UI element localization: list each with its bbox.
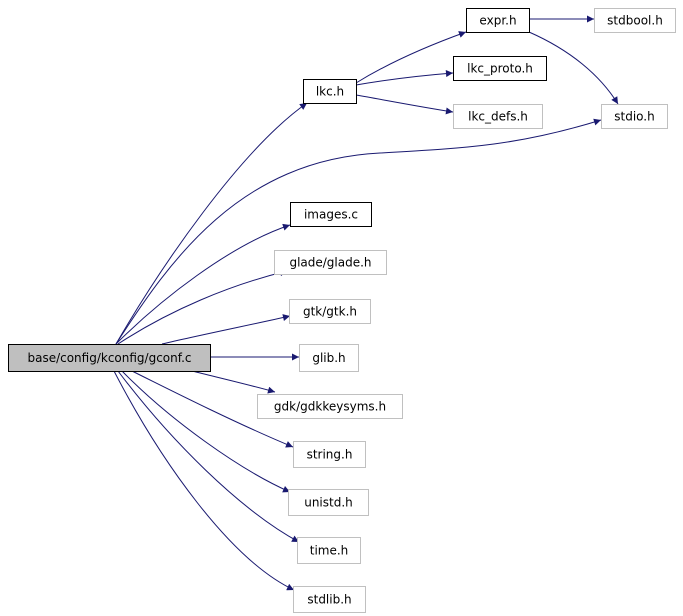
node-gtk: gtk/gtk.h (289, 299, 371, 324)
node-label: glib.h (312, 351, 345, 365)
node-stdlib: stdlib.h (293, 586, 366, 613)
edge-expr-to-stdio (528, 31, 619, 105)
node-box (453, 104, 543, 129)
edges (113, 15, 619, 591)
node-box (466, 8, 530, 33)
edge-root-to-stdio (115, 118, 602, 345)
node-glib: glib.h (299, 344, 359, 372)
edge-root-to-time (117, 370, 300, 543)
node-label: expr.h (479, 14, 516, 28)
node-label: glade/glade.h (289, 256, 371, 270)
node-label: stdlib.h (307, 593, 351, 607)
node-box (293, 586, 366, 613)
node-box (289, 299, 371, 324)
node-box (290, 202, 372, 227)
node-label: string.h (307, 448, 353, 462)
node-label: lkc.h (316, 85, 344, 99)
node-box (288, 489, 369, 516)
node-box (594, 8, 676, 33)
node-label: images.c (304, 208, 358, 222)
node-stdbool: stdbool.h (594, 8, 676, 33)
edge-root-to-glade (117, 269, 288, 345)
node-label: base/config/kconfig/gconf.c (27, 351, 191, 365)
edge-root-to-gdkkeysyms (191, 370, 276, 394)
edge-lkc-to-lkc_defs (355, 94, 454, 115)
nodes: base/config/kconfig/gconf.c lkc.h expr.h st… (8, 8, 676, 613)
node-box (303, 79, 357, 104)
node-root: base/config/kconfig/gconf.c (8, 344, 211, 372)
node-label: stdbool.h (607, 14, 663, 28)
node-string: string.h (293, 441, 366, 468)
node-box (299, 344, 359, 372)
node-lkc-defs: lkc_defs.h (453, 104, 543, 129)
node-expr[interactable]: expr.h (466, 8, 530, 33)
node-time: time.h (297, 537, 361, 564)
edge-root-to-gtk (161, 314, 291, 345)
node-gdkkeysyms: gdk/gdkkeysyms.h (257, 394, 403, 419)
node-stdio: stdio.h (601, 104, 668, 129)
node-images[interactable]: images.c (290, 202, 372, 227)
node-lkc-proto[interactable]: lkc_proto.h (453, 56, 547, 81)
node-box (257, 394, 403, 419)
edge-lkc-to-expr (355, 31, 467, 84)
node-lkc[interactable]: lkc.h (303, 79, 357, 104)
node-label: stdio.h (614, 110, 654, 124)
node-glade: glade/glade.h (274, 250, 387, 275)
node-label: time.h (310, 544, 349, 558)
node-box (293, 441, 366, 468)
node-box (8, 344, 211, 372)
edge-root-to-unistd (121, 370, 291, 493)
node-box (601, 104, 668, 129)
edge-root-to-lkc (115, 102, 308, 345)
node-label: unistd.h (304, 496, 353, 510)
node-label: lkc_defs.h (468, 110, 528, 124)
node-label: lkc_proto.h (467, 62, 533, 76)
node-box (274, 250, 387, 275)
node-label: gtk/gtk.h (303, 305, 357, 319)
edge-root-to-stdlib (113, 370, 295, 591)
node-unistd: unistd.h (288, 489, 369, 516)
node-label: gdk/gdkkeysyms.h (274, 400, 386, 414)
edge-root-to-string (131, 370, 294, 448)
edge-root-to-images (115, 223, 291, 345)
node-box (297, 537, 361, 564)
edge-lkc-to-lkc_proto (355, 70, 454, 86)
node-box (453, 56, 547, 81)
